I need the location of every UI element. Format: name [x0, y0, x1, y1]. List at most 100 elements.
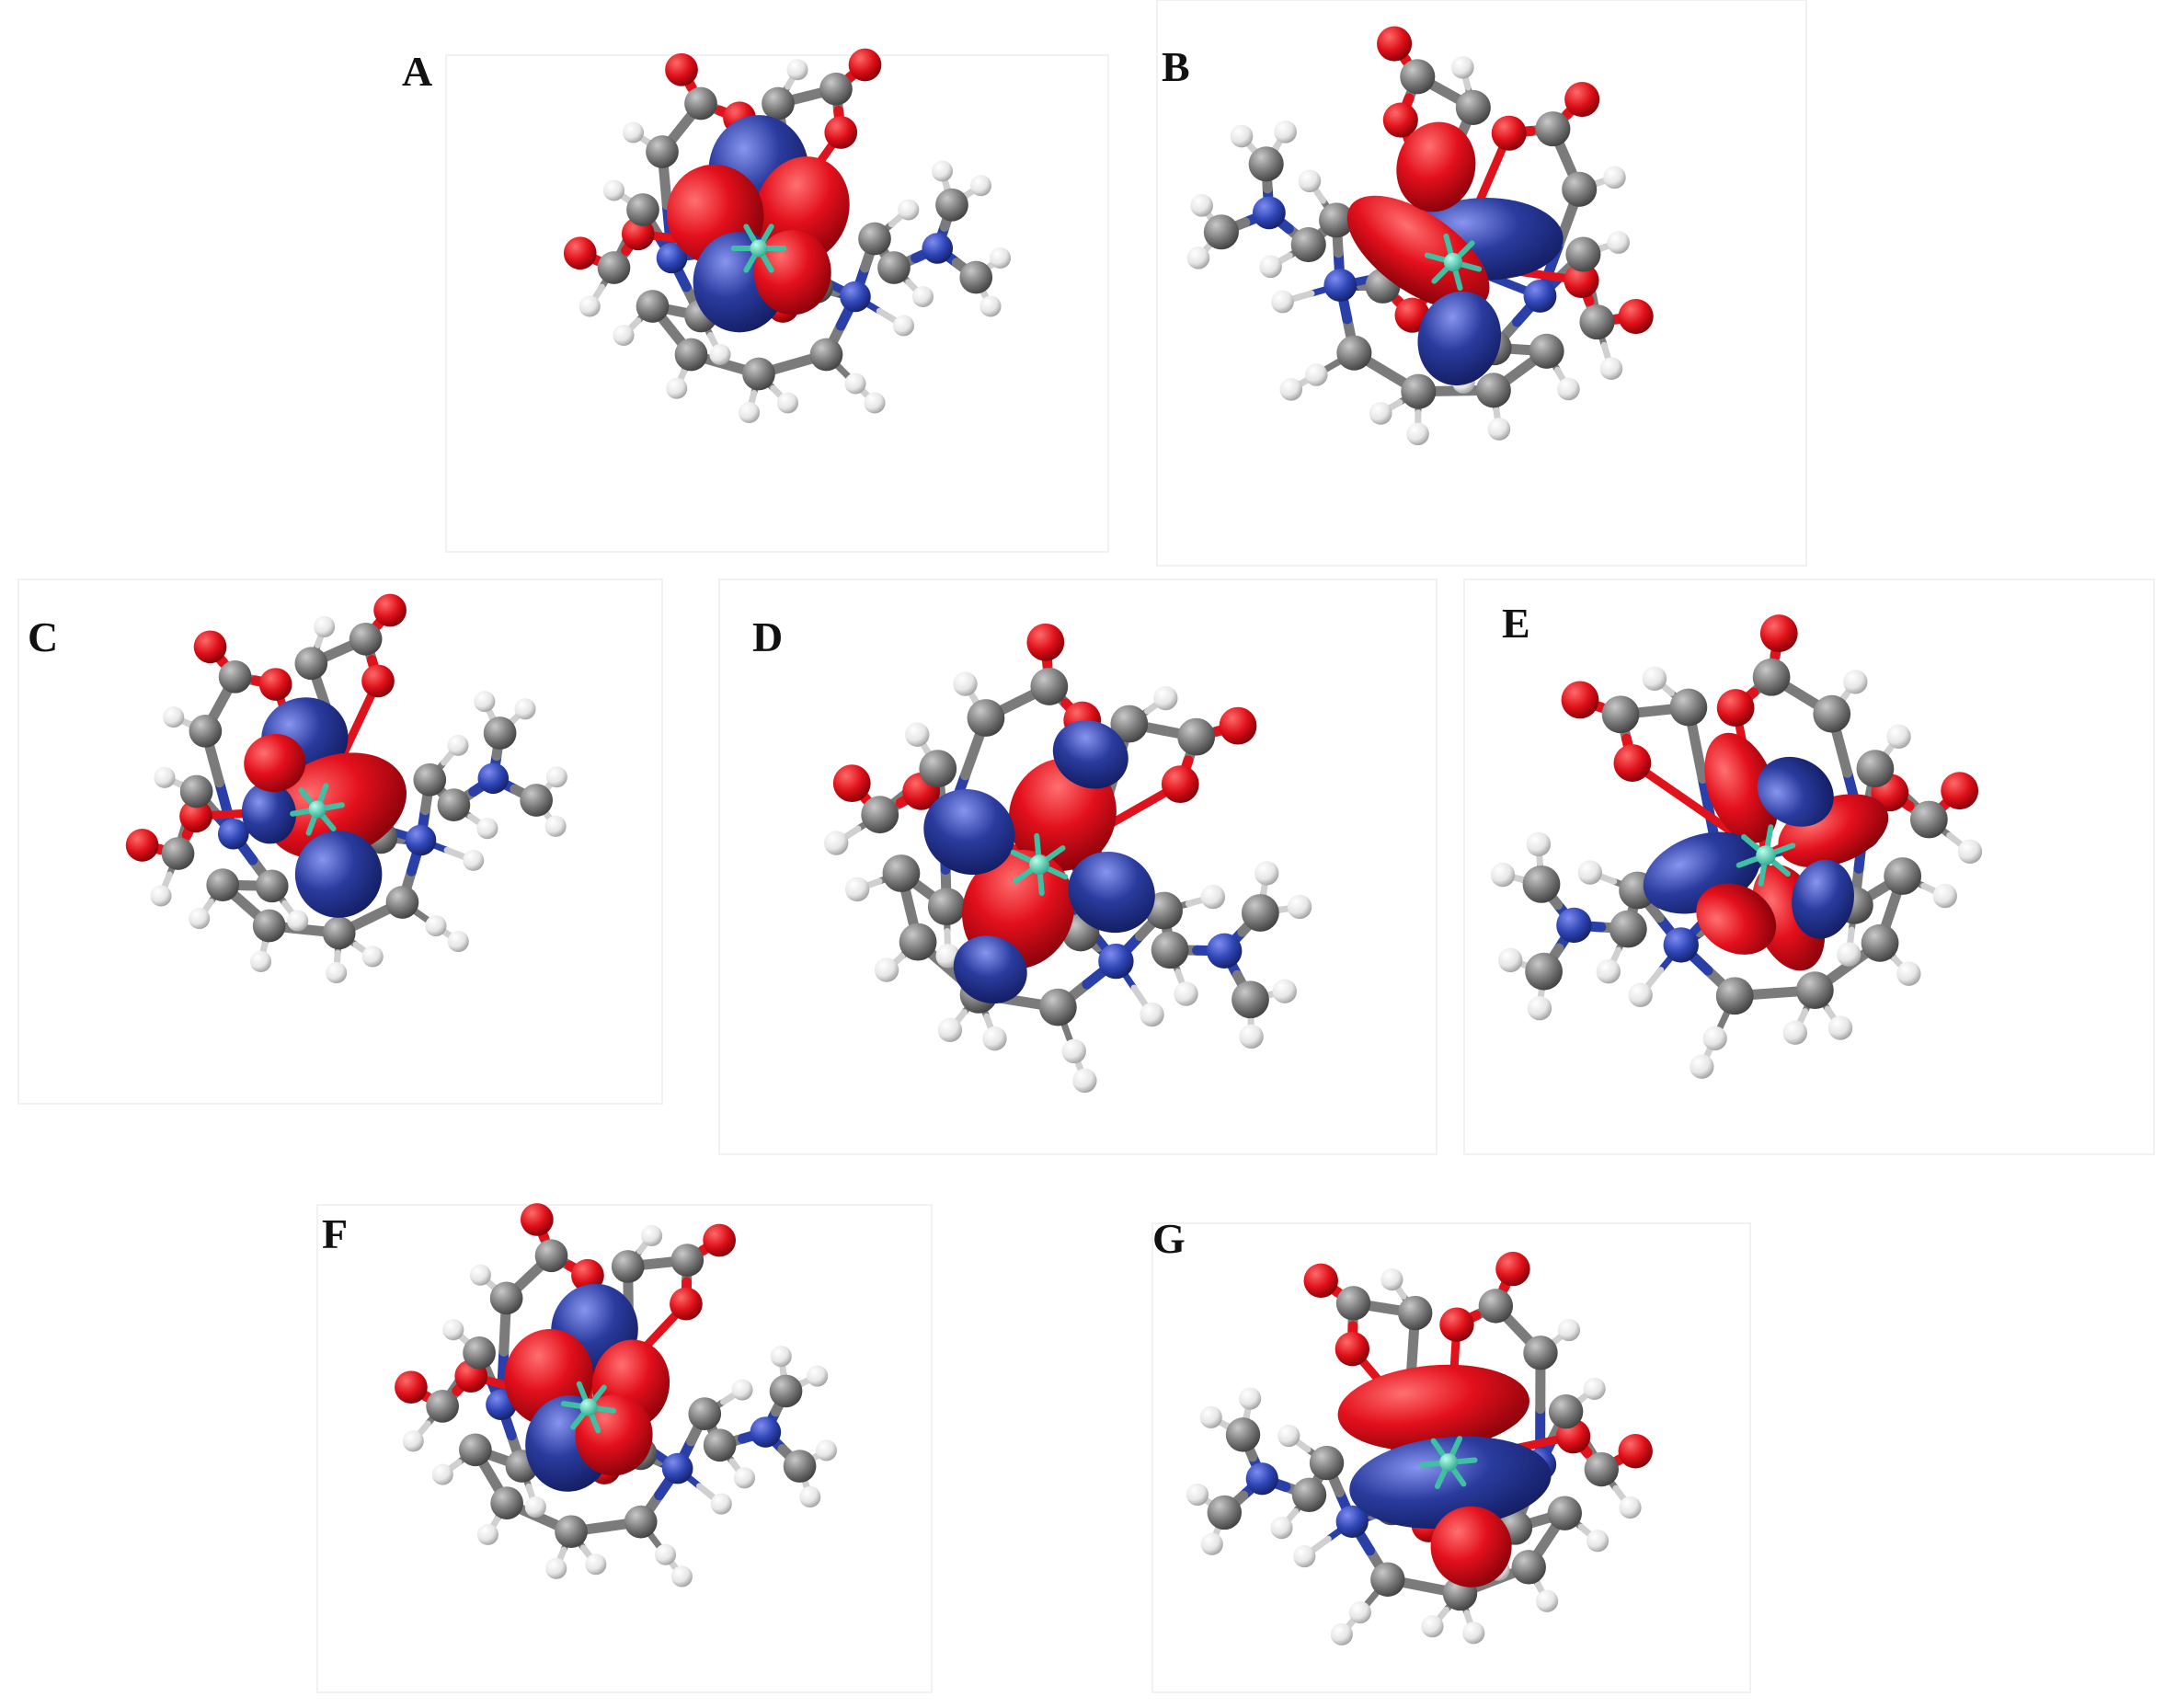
oxygen-atom-g-13: [1439, 1307, 1474, 1342]
carbon-atom-a-2: [742, 357, 775, 391]
hydrogen-atom-f-29: [545, 1557, 567, 1579]
oxygen-atom-g-17: [1335, 1331, 1370, 1367]
nitrogen-atom-b-7: [1523, 279, 1557, 313]
hydrogen-atom-g-44: [1270, 1516, 1293, 1540]
carbon-atom-d-9: [927, 888, 966, 926]
orbital-lobe-negative-e-5: [1792, 859, 1854, 939]
carbon-atom-f-1: [490, 1486, 523, 1519]
carbon-atom-e-20: [1525, 952, 1563, 991]
carbon-atom-g-18: [1291, 1477, 1327, 1513]
hydrogen-atom-b-33: [1298, 169, 1322, 193]
oxygen-atom-b-17: [1382, 102, 1418, 138]
hydrogen-atom-d-31: [1061, 1038, 1086, 1064]
hydrogen-atom-e-34: [1886, 724, 1911, 749]
oxygen-atom-g-16: [1303, 1263, 1338, 1299]
hydrogen-atom-e-35: [1843, 670, 1868, 694]
carbon-atom-e-22: [1909, 800, 1948, 839]
carbon-atom-c-20: [520, 784, 553, 817]
orbital-lobe-positive-b-1: [1346, 195, 1490, 310]
carbon-atom-c-5: [413, 762, 447, 797]
hydrogen-atom-f-39: [807, 1365, 829, 1387]
carbon-atom-a-11: [684, 86, 717, 120]
oxygen-atom-c-23: [125, 829, 159, 862]
hydrogen-atom-e-31: [1702, 1026, 1727, 1051]
orbital-lobe-positive-c-4: [244, 733, 306, 793]
nitrogen-atom-e-4: [1663, 927, 1699, 963]
orbital-lobe-negative-d-3: [1068, 851, 1155, 934]
carbon-atom-g-15: [1335, 1286, 1371, 1321]
nitrogen-atom-e-19: [1556, 907, 1592, 944]
carbon-atom-a-18: [877, 251, 911, 284]
carbon-atom-a-5: [858, 222, 891, 256]
hydrogen-atom-f-32: [710, 1493, 732, 1515]
hydrogen-atom-a-43: [709, 343, 731, 366]
carbon-atom-f-5: [688, 1397, 722, 1430]
hydrogen-atom-c-27: [189, 908, 211, 930]
nitrogen-atom-g-4: [1335, 1505, 1369, 1538]
carbon-atom-e-2: [1795, 971, 1834, 1009]
hydrogen-atom-e-43: [1837, 942, 1861, 967]
hydrogen-atom-e-39: [1490, 862, 1516, 888]
hydrogen-atom-a-40: [931, 160, 954, 182]
orbital-lobe-positive-g-2: [1430, 1506, 1512, 1588]
oxygen-atom-e-12: [1759, 614, 1798, 652]
carbon-atom-e-15: [1601, 695, 1640, 734]
oxygen-atom-d-16: [1219, 706, 1257, 745]
hydrogen-atom-c-44: [476, 818, 498, 840]
hydrogen-atom-d-35: [953, 671, 978, 696]
hydrogen-atom-f-44: [733, 1467, 756, 1489]
metal-atom-f: [579, 1398, 598, 1416]
carbon-atom-e-3: [1715, 977, 1754, 1015]
carbon-atom-a-10: [646, 135, 679, 168]
carbon-atom-b-1: [1475, 373, 1511, 408]
hydrogen-atom-d-27: [844, 877, 870, 902]
orbital-lobe-positive-a-4: [753, 230, 831, 315]
hydrogen-atom-c-36: [314, 615, 336, 637]
carbon-atom-g-0: [1547, 1496, 1582, 1530]
orbital-lobe-negative-d-4: [1052, 720, 1128, 789]
hydrogen-atom-c-38: [544, 815, 567, 837]
hydrogen-atom-b-28: [1487, 418, 1511, 441]
carbon-atom-c-9: [255, 869, 289, 903]
hydrogen-atom-f-33: [731, 1379, 753, 1401]
carbon-atom-b-22: [1579, 304, 1615, 340]
carbon-atom-g-5: [1309, 1445, 1345, 1481]
carbon-atom-b-8: [1565, 236, 1601, 272]
hydrogen-atom-g-39: [1199, 1405, 1222, 1428]
carbon-atom-f-0: [459, 1433, 492, 1467]
oxygen-atom-e-17: [1613, 744, 1652, 782]
carbon-atom-e-21: [1522, 865, 1561, 903]
carbon-atom-c-0: [206, 868, 240, 901]
hydrogen-atom-a-33: [898, 199, 920, 221]
nitrogen-atom-g-19: [1245, 1462, 1278, 1496]
hydrogen-atom-b-35: [1603, 166, 1626, 189]
hydrogen-atom-g-32: [1293, 1544, 1316, 1568]
nitrogen-atom-c-19: [477, 762, 510, 795]
oxygen-atom-b-23: [1618, 298, 1654, 335]
hydrogen-atom-b-36: [1451, 55, 1474, 79]
carbon-atom-d-21: [1241, 894, 1279, 932]
hydrogen-atom-e-36: [1642, 666, 1667, 692]
carbon-atom-e-0: [1884, 857, 1922, 895]
hydrogen-atom-f-31: [654, 1543, 677, 1565]
carbon-atom-c-21: [483, 716, 517, 750]
nitrogen-atom-f-4: [661, 1452, 693, 1484]
metal-atom-d: [1029, 854, 1049, 875]
hydrogen-atom-c-29: [326, 962, 348, 984]
carbon-atom-g-11: [1478, 1289, 1514, 1324]
carbon-atom-b-2: [1401, 373, 1437, 409]
nitrogen-atom-a-4: [840, 281, 871, 313]
carbon-atom-a-1: [674, 338, 708, 372]
hydrogen-atom-b-41: [1599, 357, 1623, 380]
hydrogen-atom-b-40: [1274, 120, 1297, 143]
panel-label-g: G: [1152, 1215, 1186, 1262]
orbital-lobe-negative-d-2: [923, 789, 1015, 875]
hydrogen-atom-e-32: [1628, 982, 1653, 1007]
carbon-atom-a-15: [819, 72, 853, 106]
oxygen-atom-b-16: [1377, 26, 1413, 62]
hydrogen-atom-f-40: [770, 1346, 792, 1368]
hydrogen-atom-a-27: [613, 324, 635, 347]
hydrogen-atom-g-35: [1557, 1318, 1581, 1342]
orbital-lobe-positive-e-0: [1704, 732, 1779, 843]
carbon-atom-a-8: [626, 193, 659, 226]
